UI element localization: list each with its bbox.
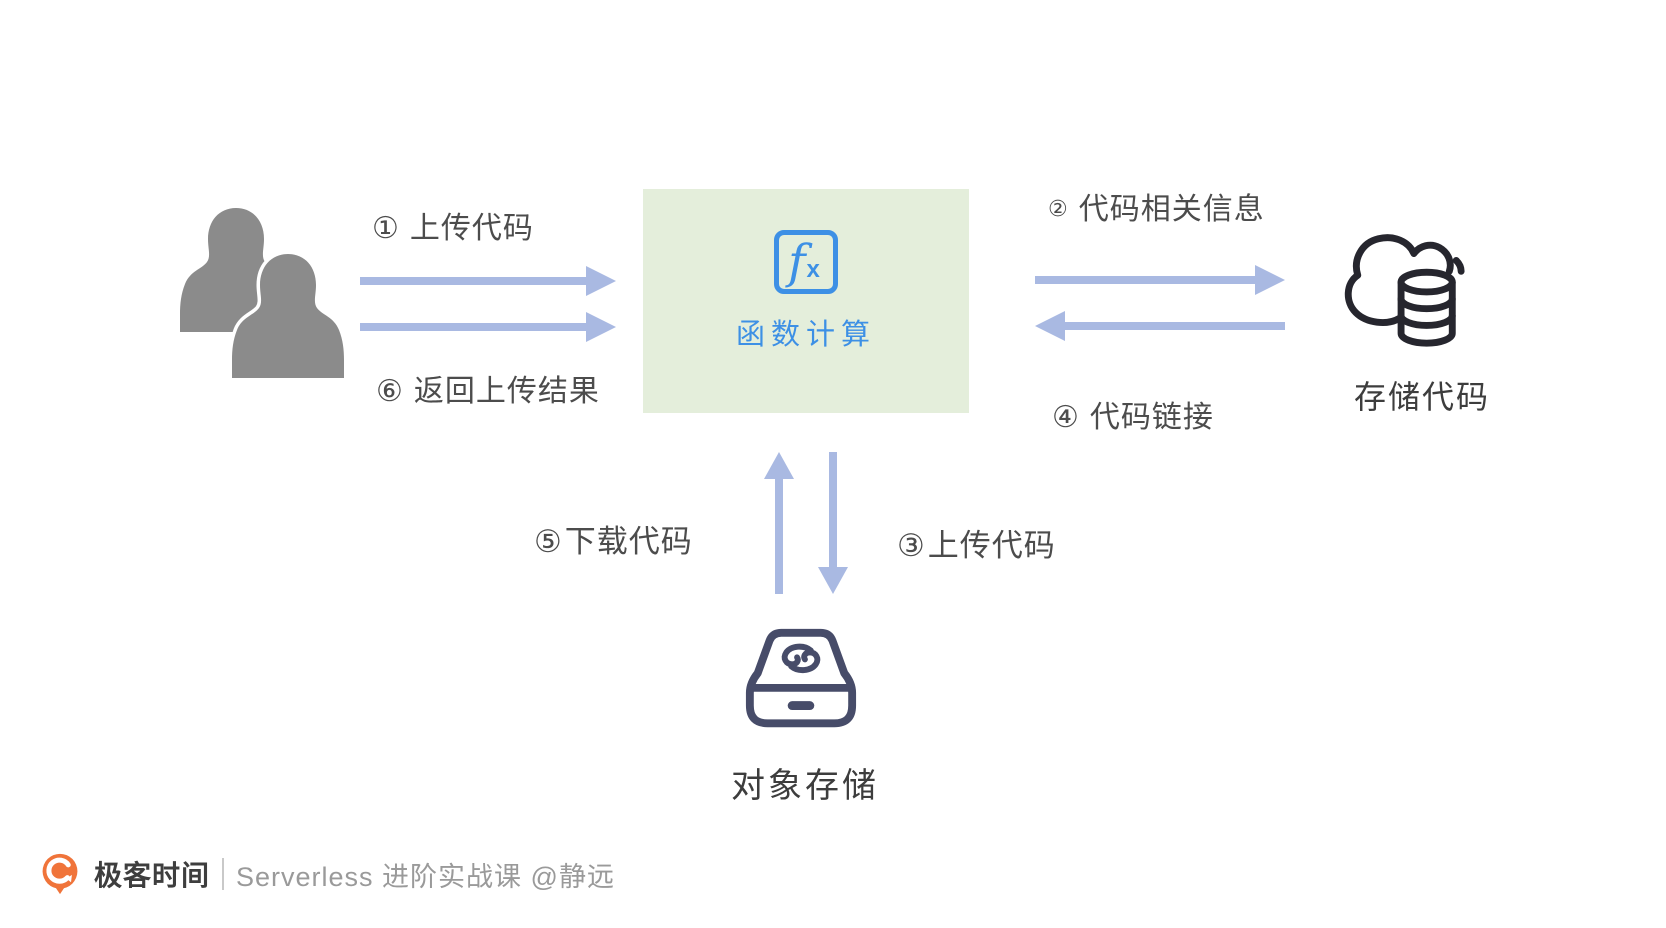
arrow-shaft [1062, 322, 1285, 330]
arrow-head-icon [1255, 265, 1285, 295]
arrow-head-icon [1035, 311, 1065, 341]
code-storage-label: 存储代码 [1353, 379, 1490, 415]
step-6-label: ⑥ 返回上传结果 [376, 366, 600, 410]
database-body [1397, 278, 1456, 347]
cloud-outline [1344, 234, 1454, 326]
arrow-step3-upload-code [818, 452, 848, 594]
geektime-logo-icon [42, 853, 78, 895]
cloud-dash [1452, 256, 1465, 275]
fx-f-glyph: f [788, 234, 806, 290]
users-icon [180, 208, 346, 378]
step-2-text: 代码相关信息 [1078, 193, 1265, 226]
function-compute-label: 函数计算 [735, 319, 876, 351]
device-outline [745, 628, 857, 728]
fx-x-glyph: x [806, 256, 820, 283]
arrow-step5-download-code [764, 452, 794, 594]
arrow-shaft [360, 323, 589, 331]
arrow-shaft [829, 452, 837, 570]
step-6-text: 返回上传结果 [413, 375, 600, 408]
arrow-shaft [360, 277, 589, 285]
arrow-step6-return-result [360, 312, 616, 342]
course-title: Serverless 进阶实战课 @静远 [236, 861, 615, 892]
database-band-2 [1397, 312, 1456, 329]
arrow-head-icon [586, 266, 616, 296]
arrow-step1-upload-code [360, 266, 616, 296]
swirl-bottom [788, 649, 821, 674]
step-5-text: 下载代码 [564, 524, 693, 559]
arrow-head-icon [818, 567, 848, 594]
step-4-text: 代码链接 [1089, 401, 1214, 434]
step-4-label: ④ 代码链接 [1052, 392, 1214, 436]
database-mask [1401, 282, 1453, 344]
step-1-number: ① [372, 212, 400, 245]
step-3-number: ③ [897, 528, 926, 563]
object-storage-label: 对象存储 [731, 767, 879, 805]
arrow-shaft [1035, 276, 1258, 284]
brand-name: 极客时间 [94, 860, 211, 891]
step-2-label: ② 代码相关信息 [1048, 184, 1265, 228]
footer-divider [222, 858, 225, 890]
step-2-number: ② [1048, 196, 1069, 221]
cloud-database-icon [1344, 234, 1465, 347]
footer-brand-bar: 极客时间 Serverless 进阶实战课 @静远 [38, 851, 615, 897]
arrow-shaft [775, 476, 783, 594]
arrow-head-icon [586, 312, 616, 342]
step-4-number: ④ [1052, 401, 1080, 434]
step-5-label: ⑤下载代码 [534, 516, 693, 561]
arrow-step2-code-info [1035, 265, 1285, 295]
step-3-text: 上传代码 [927, 528, 1056, 563]
step-6-number: ⑥ [376, 375, 404, 408]
object-storage-icon [745, 628, 857, 728]
step-1-label: ① 上传代码 [372, 203, 534, 247]
arrow-step4-code-link [1035, 311, 1285, 341]
step-1-text: 上传代码 [409, 212, 534, 245]
step-3-label: ③上传代码 [897, 520, 1056, 565]
step-5-number: ⑤ [534, 524, 563, 559]
database-band-1 [1397, 295, 1456, 313]
swirl-top [781, 643, 814, 668]
arrow-head-icon [764, 452, 794, 479]
